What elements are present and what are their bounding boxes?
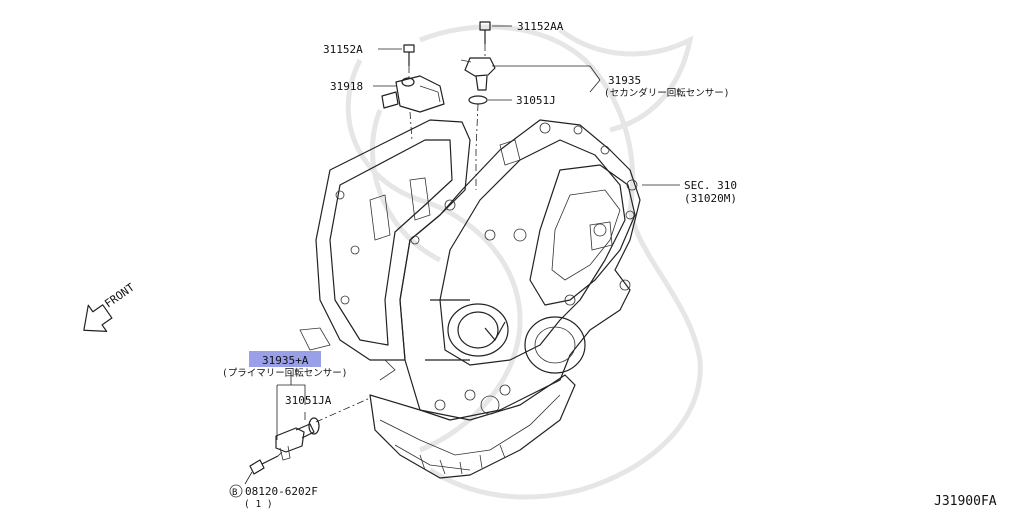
highlight-31935A [249,351,321,367]
label-31152AA: 31152AA [517,20,564,33]
label-31152A: 31152A [323,43,363,56]
label-sec-sub: (31020M) [684,192,737,205]
leader-31935A [276,372,306,440]
o-ring-31051J [468,95,488,105]
label-bolt-qty: ( 1 ) [244,499,273,510]
label-bolt-symbol: B [232,488,237,498]
label-31935A: 31935+A [262,354,309,367]
centerline-31918-down [409,111,413,141]
secondary-speed-sensor [460,57,496,91]
front-arrow [83,304,113,332]
diagram-id: J31900FA [934,494,997,509]
watermark-emblem [345,24,703,500]
label-sec-ref: SEC. 310 [684,179,737,192]
centerline-primary-bolt [277,451,283,457]
o-ring-31051JA [308,417,320,435]
transaxle-assembly [299,119,641,479]
label-31935-desc: (セカンダリー回転センサー) [604,87,729,99]
label-31935A-desc: (プライマリー回転センサー) [222,368,347,379]
label-bolt-code: 08120-6202F [245,485,318,498]
bolt-code-marker: B [229,484,243,498]
centerline-primary [315,397,371,423]
leader-31935 [492,65,601,93]
bracket-31918 [381,75,445,113]
bolt-31152A [403,44,415,66]
centerline-sensor-31935 [475,103,479,190]
label-31935: 31935 [608,74,641,87]
bolt-08120-6202F [249,455,279,475]
label-31051J: 31051J [516,94,556,107]
primary-speed-sensor [275,423,315,461]
label-31918: 31918 [330,80,363,93]
label-front: FRONT [102,281,137,311]
bolt-31152AA [479,21,491,44]
label-31051JA: 31051JA [285,394,332,407]
leader-bolt [244,471,253,485]
